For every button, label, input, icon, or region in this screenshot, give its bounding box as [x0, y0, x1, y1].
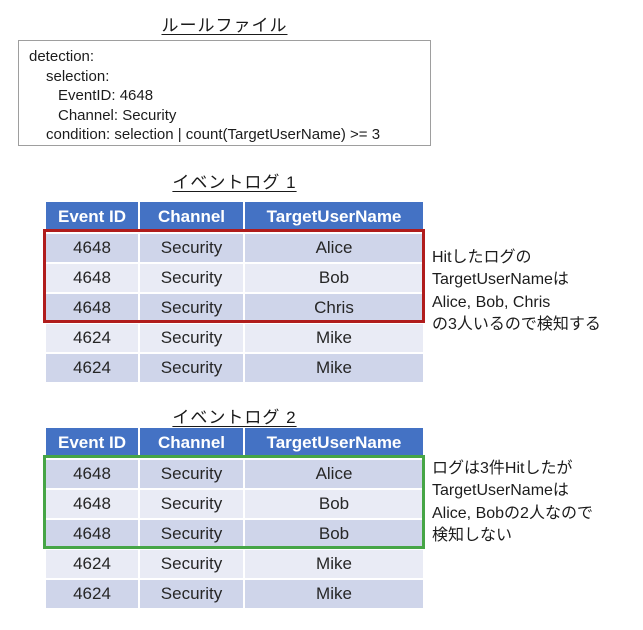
table-row: 4648 Security Alice — [46, 458, 423, 488]
table-row: 4648 Security Alice — [46, 232, 423, 262]
annotation-line: Alice, Bobの2人なので — [432, 504, 593, 522]
column-header-targetusername: TargetUserName — [243, 202, 423, 232]
column-header-channel: Channel — [138, 202, 243, 232]
cell-channel: Security — [138, 520, 243, 548]
cell-targetusername: Bob — [243, 490, 423, 518]
rule-line-detection: detection: — [29, 48, 95, 65]
annotation-line: ログは3件Hitしたが — [432, 460, 573, 477]
annotation-line: Hitしたログの — [432, 249, 532, 266]
table-row: 4648 Security Bob — [46, 518, 423, 548]
column-header-eventid: Event ID — [57, 433, 127, 452]
event-log-table-2: Event ID Channel TargetUserName 4648 Sec… — [46, 428, 423, 608]
cell-eventid: 4624 — [73, 554, 111, 573]
cell-targetusername: Alice — [243, 234, 423, 262]
cell-targetusername: Mike — [243, 580, 423, 608]
column-header-channel: Channel — [138, 428, 243, 458]
rule-line-selection: selection: — [46, 67, 110, 85]
cell-channel: Security — [138, 580, 243, 608]
cell-channel: Security — [138, 324, 243, 352]
cell-channel: Security — [138, 294, 243, 322]
cell-channel: Security — [138, 234, 243, 262]
cell-eventid: 4648 — [73, 464, 111, 483]
cell-eventid: 4624 — [73, 358, 111, 377]
cell-channel: Security — [138, 550, 243, 578]
event-log-2-title: イベントログ 2 — [46, 403, 423, 428]
table-row: 4624 Security Mike — [46, 578, 423, 608]
annotation-event-log-2: ログは3件Hitしたが TargetUserNameは Alice, Bobの2… — [432, 458, 643, 548]
rule-file-title: ルールファイル — [18, 11, 431, 36]
event-log-table-1: Event ID Channel TargetUserName 4648 Sec… — [46, 202, 423, 382]
cell-targetusername: Bob — [243, 264, 423, 292]
cell-eventid: 4648 — [73, 298, 111, 317]
event-log-1-title-text: イベントログ 1 — [172, 173, 297, 192]
column-header-eventid: Event ID — [57, 207, 127, 226]
cell-targetusername: Bob — [243, 520, 423, 548]
cell-targetusername: Mike — [243, 550, 423, 578]
annotation-line: 検知しない — [432, 527, 513, 545]
table-row: 4624 Security Mike — [46, 352, 423, 382]
annotation-event-log-1: Hitしたログの TargetUserNameは Alice, Bob, Chr… — [432, 247, 643, 337]
table-row: 4624 Security Mike — [46, 548, 423, 578]
table-header-row: Event ID Channel TargetUserName — [46, 202, 423, 232]
cell-targetusername: Alice — [243, 460, 423, 488]
cell-targetusername: Mike — [243, 324, 423, 352]
rule-file-box: detection: selection: EventID: 4648 Chan… — [18, 40, 431, 146]
cell-targetusername: Chris — [243, 294, 423, 322]
annotation-line: TargetUserNameは — [432, 271, 569, 289]
annotation-line: の3人いるので検知する — [432, 316, 601, 334]
rule-line-eventid: EventID: 4648 — [58, 87, 154, 104]
event-log-1-title: イベントログ 1 — [46, 168, 423, 193]
table-row: 4624 Security Mike — [46, 322, 423, 352]
cell-eventid: 4648 — [73, 494, 111, 513]
rule-line-condition: condition: selection | count(TargetUserN… — [46, 126, 381, 143]
column-header-targetusername: TargetUserName — [243, 428, 423, 458]
cell-eventid: 4624 — [73, 328, 111, 347]
cell-eventid: 4648 — [73, 524, 111, 543]
rule-line-channel: Channel: Security — [58, 106, 177, 124]
cell-channel: Security — [138, 354, 243, 382]
cell-targetusername: Mike — [243, 354, 423, 382]
cell-eventid: 4648 — [73, 268, 111, 287]
table-row: 4648 Security Bob — [46, 262, 423, 292]
annotation-line: Alice, Bob, Chris — [432, 293, 551, 311]
table-row: 4648 Security Bob — [46, 488, 423, 518]
annotation-line: TargetUserNameは — [432, 482, 569, 500]
cell-eventid: 4624 — [73, 584, 111, 603]
cell-channel: Security — [138, 264, 243, 292]
rule-file-title-text: ルールファイル — [161, 16, 288, 35]
table-header-row: Event ID Channel TargetUserName — [46, 428, 423, 458]
cell-eventid: 4648 — [73, 238, 111, 257]
cell-channel: Security — [138, 460, 243, 488]
table-row: 4648 Security Chris — [46, 292, 423, 322]
event-log-2-title-text: イベントログ 2 — [172, 408, 297, 427]
cell-channel: Security — [138, 490, 243, 518]
